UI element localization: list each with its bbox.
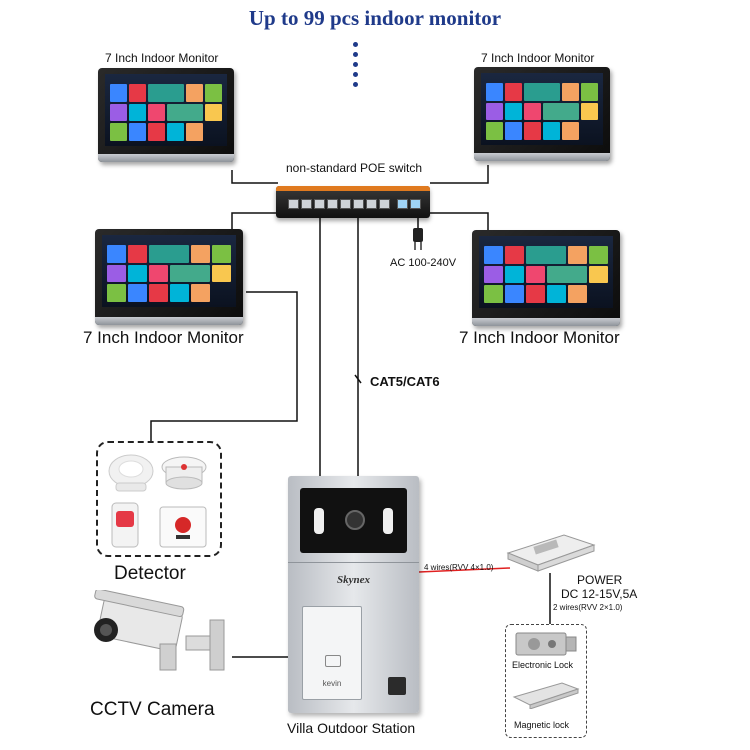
cctv-camera-icon [94, 590, 225, 671]
station-name: kevin [322, 679, 342, 688]
power-spec: DC 12-15V,5A [561, 587, 638, 601]
power-input-label: AC 100-240V [390, 257, 457, 269]
wires-in-label: 4 wires(RVV 4×1.0) [424, 563, 494, 572]
wires-out-label: 2 wires(RVV 2×1.0) [553, 603, 623, 612]
emergency-button-icon [159, 506, 207, 548]
mid-left-monitor [95, 229, 243, 329]
top-left-monitor [98, 68, 240, 168]
cctv-label: CCTV Camera [90, 699, 215, 720]
wire-mid-left-monitor [231, 212, 278, 232]
pir-sensor-icon [111, 502, 139, 548]
diagram-title: Up to 99 pcs indoor monitor [248, 6, 502, 30]
wire-detector [150, 291, 298, 441]
wire-top-right-monitor [430, 165, 489, 184]
monitor-icon [95, 229, 243, 325]
monitor-icon [98, 68, 234, 162]
doorbell-button [388, 677, 406, 695]
wire-top-left-monitor [231, 170, 278, 184]
top-right-monitor [474, 67, 616, 167]
mid-right-monitor-label: 7 Inch Indoor Monitor [459, 328, 620, 347]
power-title: POWER [577, 573, 623, 587]
mid-left-monitor-label: 7 Inch Indoor Monitor [83, 328, 244, 347]
smoke-detector-icon [161, 456, 207, 490]
detector-label: Detector [114, 563, 186, 584]
poe-switch-icon [276, 186, 430, 218]
card-reader: kevin [302, 606, 362, 700]
station-brand: Skynex [337, 574, 370, 586]
magnetic-lock-label: Magnetic lock [514, 720, 570, 730]
power-plug-icon [413, 228, 423, 250]
outdoor-station-icon: Skynex kevin [288, 476, 419, 713]
more-monitors-dots [352, 42, 360, 92]
top-left-monitor-label: 7 Inch Indoor Monitor [105, 51, 219, 65]
outdoor-station-label: Villa Outdoor Station [287, 720, 416, 736]
magnetic-lock-icon [512, 682, 580, 709]
camera-panel [300, 488, 407, 553]
cable-label: CAT5/CAT6 [370, 374, 440, 389]
wire-station-power [418, 567, 511, 573]
electronic-lock-icon [515, 632, 577, 656]
lock-group: Electronic Lock Magnetic lock [505, 624, 587, 738]
cable-mark [354, 374, 362, 384]
electronic-lock-label: Electronic Lock [512, 660, 574, 670]
monitor-icon [474, 67, 610, 161]
top-right-monitor-label: 7 Inch Indoor Monitor [481, 51, 595, 65]
siren-icon [108, 454, 154, 492]
detector-group [96, 441, 222, 557]
mid-right-monitor [472, 230, 620, 330]
power-supply-icon [506, 534, 596, 572]
poe-switch-label: non-standard POE switch [286, 161, 423, 175]
monitor-icon [472, 230, 620, 326]
wire-mid-right-monitor [430, 212, 489, 232]
